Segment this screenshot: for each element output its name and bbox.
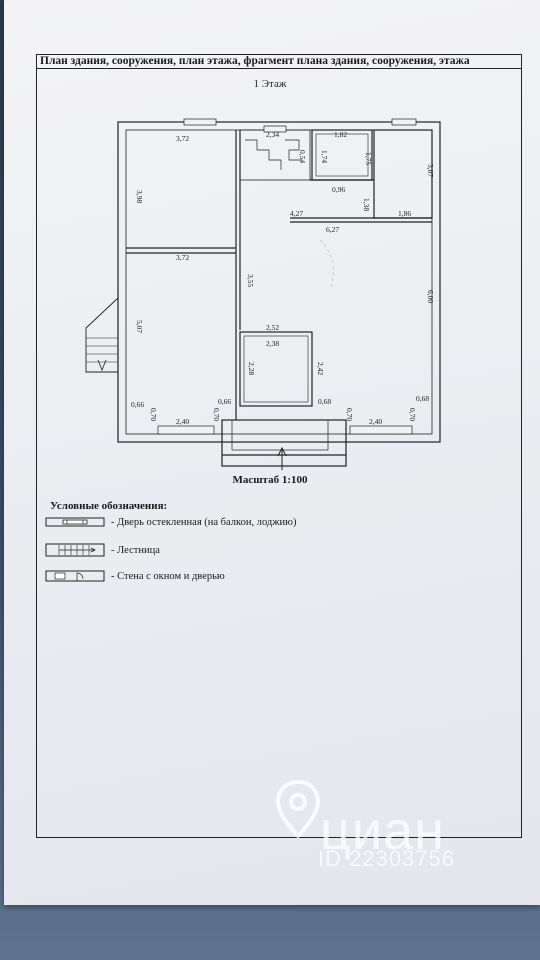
- dim-0-70-r1: 0,70: [345, 408, 354, 421]
- legend-title: Условные обозначения:: [50, 500, 168, 512]
- outer-wall: [117, 121, 441, 443]
- dim-1-75: 1,75: [364, 152, 373, 165]
- dim-0-66-right: 0,66: [218, 397, 231, 406]
- dim-0-70-r2: 0,70: [408, 408, 417, 421]
- legend-item-glazed-door: - Дверь остекленная (на балкон, лоджию): [45, 514, 296, 530]
- dim-0-68-right: 0,68: [416, 394, 429, 403]
- dim-3-07: 3,07: [426, 164, 435, 177]
- legend-item-stairs: - Лестница: [45, 542, 160, 558]
- dim-4-27: 4,27: [290, 209, 303, 218]
- dim-0-66-left: 0,66: [131, 400, 144, 409]
- dim-2-52: 2,52: [266, 323, 279, 332]
- document-sheet: [4, 0, 540, 905]
- dim-0-96: 0,96: [332, 185, 345, 194]
- dim-3-72-mid: 3,72: [176, 253, 189, 262]
- floor-label: 1 Этаж: [253, 78, 287, 90]
- glazed-door-icon: [45, 517, 105, 527]
- dim-3-72-top: 3,72: [176, 134, 189, 143]
- dim-2-28: 2,28: [247, 362, 256, 375]
- dim-2-40-right: 2,40: [369, 417, 382, 426]
- watermark-brand: циан: [320, 801, 445, 861]
- wall-window-door-icon: [45, 570, 105, 582]
- inner-wall-line: [125, 129, 433, 435]
- stairs-icon: [45, 543, 105, 557]
- legend-label-glazed-door: - Дверь остекленная (на балкон, лоджию): [111, 516, 297, 528]
- dim-0-70-l1: 0,70: [149, 408, 158, 421]
- dim-1-82: 1,82: [334, 130, 347, 139]
- header-band: [36, 54, 522, 70]
- dim-2-42: 2,42: [316, 362, 325, 375]
- scale-label: Масштаб 1:100: [232, 474, 308, 486]
- dim-3-55: 3,55: [246, 274, 255, 287]
- legend-item-wall-window-door: - Стена с окном и дверью: [45, 568, 225, 584]
- dim-6-00: 6,00: [426, 290, 435, 303]
- dim-1-74: 1,74: [320, 150, 329, 163]
- document-frame: [36, 68, 522, 838]
- dim-2-38: 2,38: [266, 339, 279, 348]
- watermark-id: ID 22303756: [318, 846, 455, 871]
- dim-3-98: 3,98: [135, 190, 144, 203]
- cian-logo-icon: [275, 779, 321, 839]
- legend-label-stairs: - Лестница: [111, 544, 160, 556]
- dim-0-70-l2: 0,70: [212, 408, 221, 421]
- dim-5-07: 5,07: [135, 320, 144, 333]
- dim-0-54: 0,54: [298, 150, 307, 163]
- dim-1-86: 1,86: [398, 209, 411, 218]
- dim-1-38: 1,38: [362, 198, 371, 211]
- dim-6-27: 6,27: [326, 225, 339, 234]
- dim-2-34: 2,34: [266, 130, 279, 139]
- legend-label-wall-window-door: - Стена с окном и дверью: [111, 570, 225, 582]
- document-title: План здания, сооружения, план этажа, фра…: [40, 55, 470, 67]
- dim-0-68-left: 0,68: [318, 397, 331, 406]
- dim-2-40-left: 2,40: [176, 417, 189, 426]
